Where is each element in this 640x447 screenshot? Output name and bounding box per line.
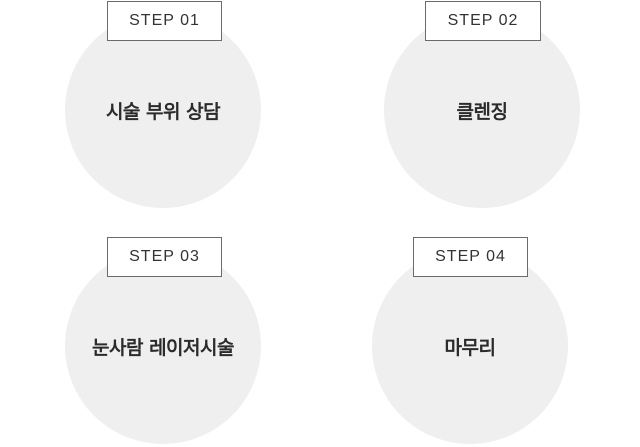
step-badge: STEP 03 [107, 237, 222, 277]
step-circle: 시술 부위 상담 [65, 12, 261, 208]
step-badge: STEP 02 [425, 1, 541, 41]
step-circle: 클렌징 [384, 12, 580, 208]
step-label: 눈사람 레이저시술 [92, 336, 234, 359]
step-label: 마무리 [444, 336, 496, 359]
step-label: 클렌징 [456, 100, 508, 123]
step-circle: 마무리 [372, 248, 568, 444]
step-circle: 눈사람 레이저시술 [65, 248, 261, 444]
step-badge: STEP 04 [413, 237, 528, 277]
step-label: 시술 부위 상담 [105, 100, 221, 123]
step-badge: STEP 01 [107, 1, 222, 41]
